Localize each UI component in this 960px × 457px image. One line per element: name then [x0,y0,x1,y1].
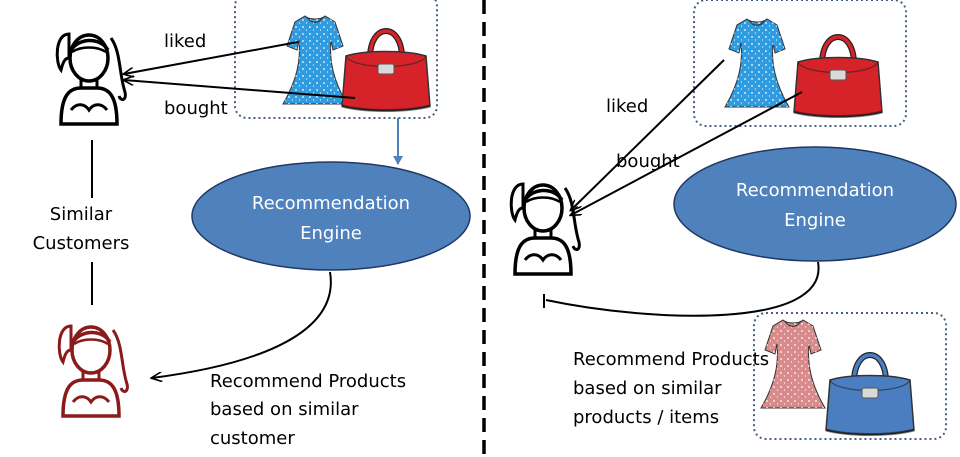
liked-items-box [234,0,438,119]
engine-label-1: Recommendation [252,193,410,214]
recommend-label-1: Recommend Products [210,371,406,392]
handbag-icon [794,37,882,117]
bought-arrow [571,91,803,215]
recommendation-engine [191,161,471,271]
bought-label: bought [616,151,680,172]
dress-icon [724,18,790,108]
recommend-arrow [545,261,820,317]
recommendation-engine [673,146,957,262]
similar-customer-icon [55,32,128,126]
recommend-label-1: Recommend Products [573,349,769,370]
user-items-box [693,0,907,127]
engine-label-2: Engine [784,210,846,231]
handbag-icon [342,31,430,111]
similar-customers-label-2: Customers [33,233,130,254]
user-icon [509,182,582,276]
recommend-arrow [152,271,332,378]
liked-label: liked [606,96,648,117]
handbag-icon [826,355,914,435]
recommend-label-2: based on similar [210,399,359,420]
bought-arrow [124,80,356,99]
dress-icon [282,15,348,105]
liked-arrow [124,41,299,74]
recommended-items-box [753,312,947,440]
recommend-label-3: products / items [573,407,719,428]
target-customer-icon [57,324,130,418]
engine-label-1: Recommendation [736,180,894,201]
dress-icon [760,319,826,409]
similar-customers-label-1: Similar [50,204,113,225]
bought-label: bought [164,98,228,119]
engine-label-2: Engine [300,223,362,244]
recommend-label-2: based on similar [573,378,722,399]
liked-label: liked [164,31,206,52]
liked-arrow [571,59,725,210]
recommend-label-3: customer [210,428,295,449]
